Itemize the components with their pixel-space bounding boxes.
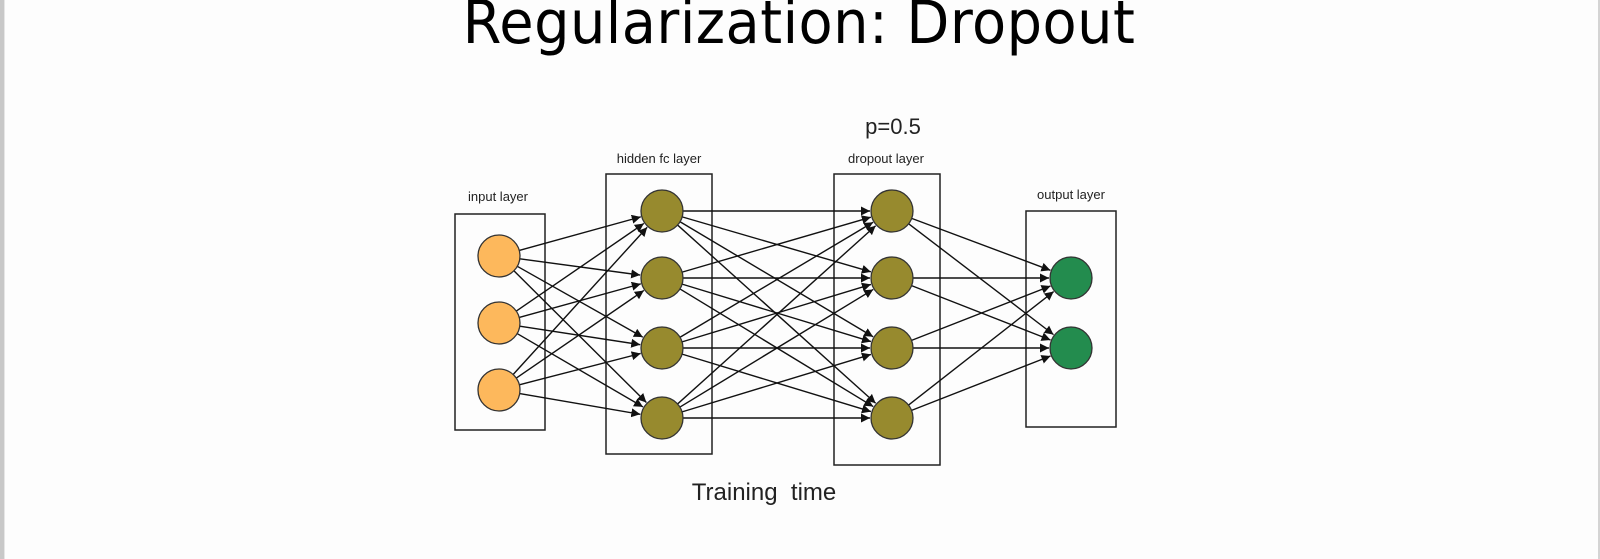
diagram-caption: Training time — [692, 479, 837, 506]
nodes-group — [477, 189, 1093, 440]
slide-title: Regularization: Dropout — [462, 0, 1136, 58]
hidden-node-1 — [640, 189, 684, 233]
dropout-node-1 — [870, 189, 914, 233]
edge-input-2-to-hidden-1 — [515, 222, 645, 312]
edge-dropout-1-to-output-2 — [908, 223, 1054, 336]
dropout-node-3 — [870, 326, 914, 370]
connections-group — [512, 206, 1055, 423]
hidden-layer-box — [605, 173, 713, 455]
edge-hidden-2-to-dropout-1 — [681, 215, 872, 273]
edge-hidden-3-to-dropout-2 — [681, 282, 872, 343]
dropout-probability-label: p=0.5 — [865, 114, 921, 139]
hidden-layer-label: hidden fc layer — [617, 151, 702, 166]
dropout-layer-label: dropout layer — [848, 151, 925, 166]
dropout-node-4 — [870, 396, 914, 440]
input-node-3 — [477, 368, 521, 412]
edge-input-3-to-hidden-2 — [515, 289, 645, 379]
output-layer-label: output layer — [1037, 187, 1106, 202]
edge-input-1-to-hidden-4 — [513, 270, 647, 403]
output-node-2 — [1049, 326, 1093, 370]
edge-dropout-3-to-output-1 — [911, 285, 1051, 342]
edge-input-3-to-hidden-3 — [519, 351, 641, 386]
dropout-node-2 — [870, 256, 914, 300]
hidden-node-3 — [640, 326, 684, 370]
edge-input-2-to-hidden-4 — [516, 332, 644, 408]
edge-input-2-to-hidden-3 — [519, 325, 641, 348]
input-node-1 — [477, 234, 521, 278]
slide-left-border — [0, 0, 4, 559]
edge-dropout-1-to-output-1 — [911, 217, 1051, 272]
edge-hidden-3-to-dropout-1 — [679, 221, 874, 338]
hidden-node-2 — [640, 256, 684, 300]
edge-input-3-to-hidden-4 — [519, 392, 641, 418]
input-node-2 — [477, 301, 521, 345]
slide-right-border — [1598, 0, 1600, 559]
slide-left-border-highlight — [4, 0, 5, 559]
output-layer-box — [1025, 210, 1117, 428]
edge-input-1-to-hidden-1 — [519, 214, 641, 252]
output-node-1 — [1049, 256, 1093, 300]
input-layer-label: input layer — [468, 189, 529, 204]
edge-hidden-4-to-dropout-3 — [681, 352, 872, 413]
edge-dropout-4-to-output-2 — [911, 355, 1051, 412]
edge-hidden-4-to-dropout-1 — [677, 225, 877, 405]
edge-hidden-4-to-dropout-2 — [679, 288, 874, 408]
hidden-node-4 — [640, 396, 684, 440]
input-layer-box — [454, 213, 546, 431]
edge-input-3-to-hidden-1 — [512, 226, 648, 375]
dropout-layer-box — [833, 173, 941, 466]
edge-dropout-4-to-output-1 — [908, 291, 1055, 406]
